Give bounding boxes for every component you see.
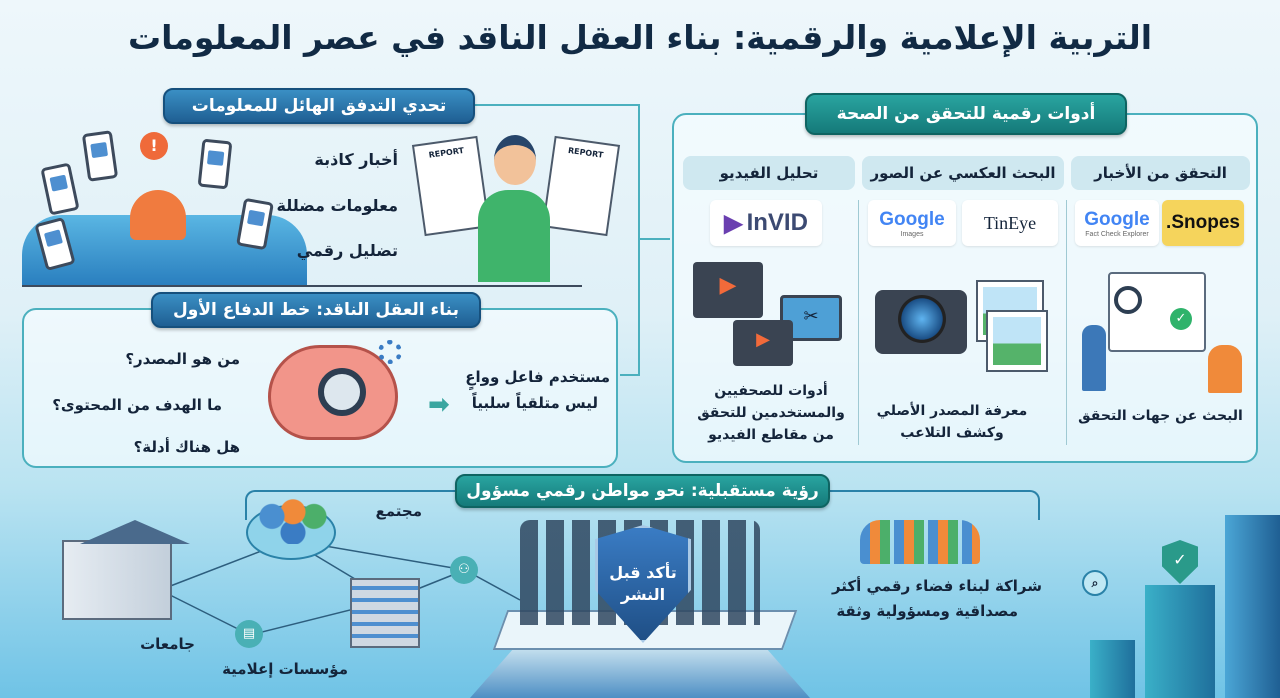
tools-heading: أدوات رقمية للتحقق من الصحة	[805, 93, 1127, 135]
snopes-logo[interactable]: Snopes.	[1162, 200, 1244, 246]
drowning-person-icon	[130, 190, 186, 240]
column-divider	[858, 200, 859, 445]
node-label-media: مؤسسات إعلامية	[222, 660, 348, 678]
camera-lens	[898, 295, 946, 343]
security-shield-icon: ✓	[1162, 540, 1198, 584]
play-icon: ▶	[724, 209, 743, 237]
connector-line	[470, 104, 640, 106]
critical-heading: بناء العقل الناقد: خط الدفاع الأول	[151, 292, 481, 328]
challenge-item: أخبار كاذبة	[314, 150, 398, 169]
column-image-heading: البحث العكسي عن الصور	[862, 156, 1064, 190]
person-icon	[1208, 345, 1242, 393]
vision-heading: رؤية مستقبلية: نحو مواطن رقمي مسؤول	[455, 474, 830, 508]
node-label-universities: جامعات	[140, 635, 195, 653]
person-head	[494, 135, 536, 185]
server-tower-icon	[1225, 515, 1280, 698]
connector-arrow	[620, 374, 640, 376]
outcome-line: مستخدم فاعل وواعٍ	[465, 368, 610, 386]
confused-person-icon	[478, 190, 550, 282]
people-group-icon	[258, 498, 328, 544]
outcome-line: ليس متلقياً سلبياً	[471, 394, 598, 412]
video-player-icon: ▶	[693, 262, 763, 318]
invid-logo[interactable]: ▶InVID	[710, 200, 822, 246]
gear-icon	[378, 340, 402, 364]
search-node-icon: ⌕	[1082, 570, 1108, 596]
challenge-item: تضليل رقمي	[296, 241, 398, 260]
phone-icon	[40, 162, 80, 216]
column-video-heading: تحليل الفيديو	[683, 156, 855, 190]
university-roof	[80, 520, 190, 544]
column-video-caption: أدوات للصحفيين والمستخدمين للتحقق من مقا…	[697, 383, 845, 443]
column-image-caption: معرفة المصدر الأصلي وكشف التلاعب	[876, 403, 1028, 441]
university-building-icon	[62, 540, 172, 620]
person-icon	[1082, 325, 1106, 391]
tineye-logo[interactable]: TinEye	[962, 200, 1058, 246]
divider	[22, 285, 582, 287]
magnifier-icon	[1114, 286, 1142, 314]
question: ما الهدف من المحتوى؟	[52, 396, 222, 414]
node-label-community: مجتمع	[375, 502, 422, 520]
challenge-item: معلومات مضللة	[276, 196, 399, 215]
arrow-right-icon: ➡	[428, 390, 450, 420]
partnership-line: مصداقية ومسؤولية وثقة	[836, 602, 1018, 620]
connector-line	[638, 104, 640, 376]
network-node-icon: ⚇	[450, 556, 478, 584]
newspaper-node-icon: ▤	[235, 620, 263, 648]
report-document: REPORT	[541, 135, 621, 237]
server-tower-icon	[1090, 640, 1135, 698]
video-player-icon: ▶	[733, 320, 793, 366]
connector-arrow	[640, 238, 670, 240]
page-title: التربية الإعلامية والرقمية: بناء العقل ا…	[127, 18, 1153, 57]
magnifier-icon	[318, 368, 366, 416]
column-news-caption: البحث عن جهات التحقق	[1078, 408, 1243, 424]
column-news-heading: التحقق من الأخبار	[1071, 156, 1250, 190]
challenge-heading: تحدي التدفق الهائل للمعلومات	[163, 88, 475, 124]
server-tower-icon	[1145, 585, 1215, 698]
partnership-line: شراكة لبناء فضاء رقمي أكثر	[831, 577, 1042, 595]
media-building-icon	[350, 578, 420, 648]
photo-icon	[986, 310, 1048, 372]
people-group-icon	[860, 520, 980, 564]
check-icon: ✓	[1170, 308, 1192, 330]
phone-icon	[197, 138, 233, 190]
column-divider	[1066, 200, 1067, 445]
shield-text: تأكد قبل النشر	[609, 563, 677, 604]
phone-icon	[81, 130, 119, 182]
question: هل هناك أدلة؟	[133, 438, 240, 456]
question: من هو المصدر؟	[125, 350, 240, 368]
alert-icon: !	[140, 132, 168, 160]
